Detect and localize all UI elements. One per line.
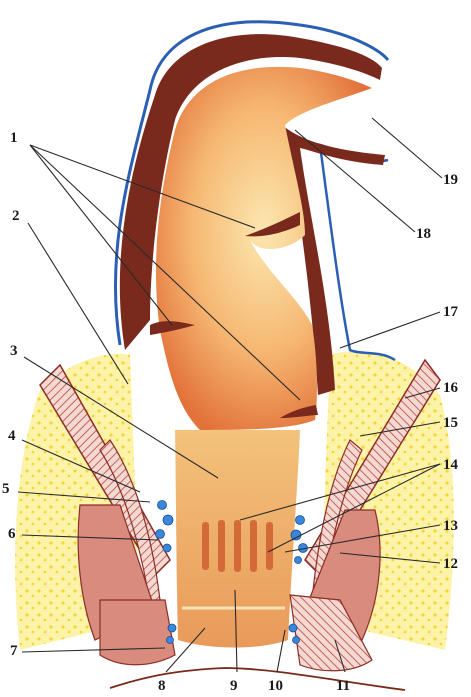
label-19: 19: [443, 172, 458, 188]
label-12: 12: [443, 556, 458, 572]
perianal-skin: [110, 668, 405, 690]
label-11: 11: [336, 678, 350, 694]
label-14: 14: [443, 457, 459, 473]
label-5: 5: [2, 481, 10, 497]
peritoneum-outline-right: [320, 145, 395, 360]
label-16: 16: [443, 380, 459, 396]
label-2: 2: [12, 208, 20, 224]
label-9: 9: [230, 678, 238, 694]
label-3: 3: [10, 343, 18, 359]
label-18: 18: [416, 226, 431, 242]
label-1: 1: [10, 130, 18, 146]
label-10: 10: [268, 678, 283, 694]
label-4: 4: [8, 428, 16, 444]
label-6: 6: [8, 526, 16, 542]
label-8: 8: [158, 678, 166, 694]
label-17: 17: [443, 304, 459, 320]
label-15: 15: [443, 415, 458, 431]
external-sphincter-subcutaneous-left: [100, 600, 175, 665]
label-13: 13: [443, 518, 458, 534]
label-7: 7: [10, 643, 18, 659]
